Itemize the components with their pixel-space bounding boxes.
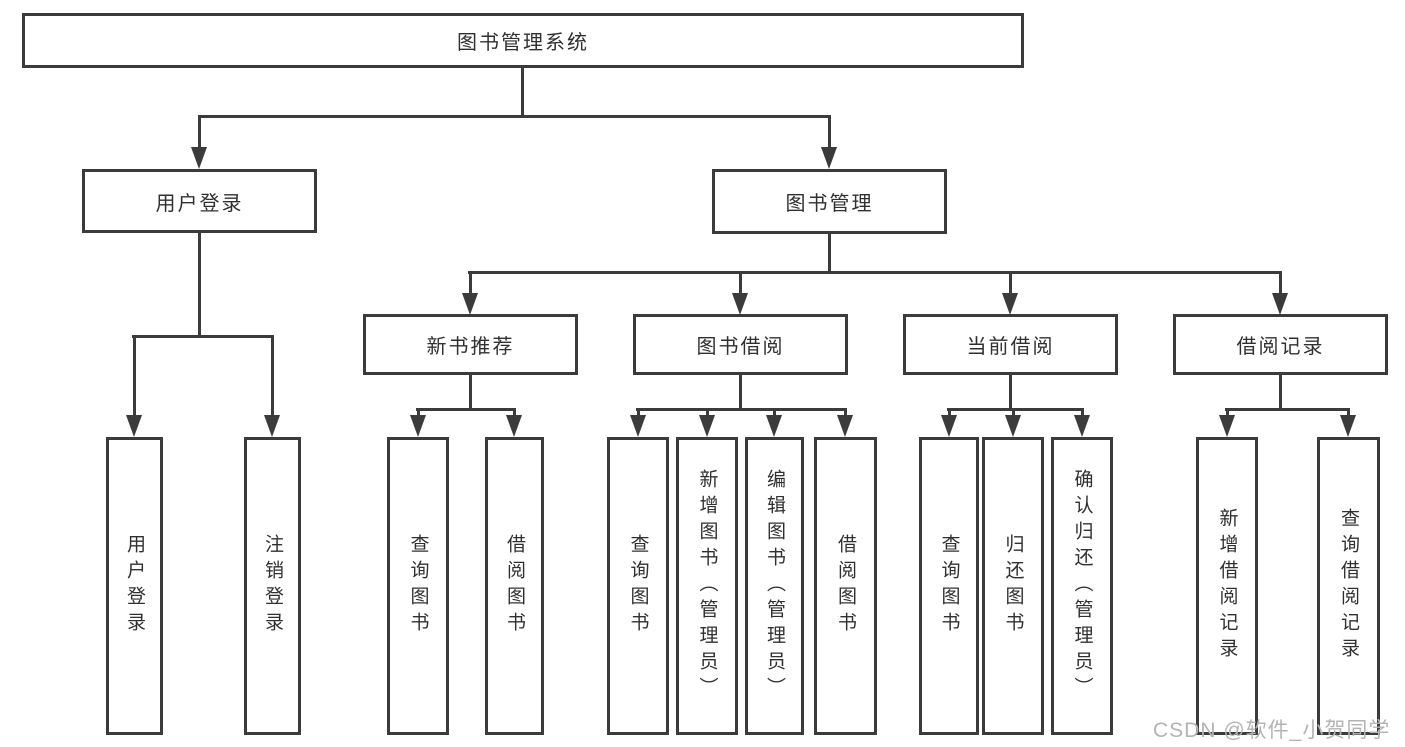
connector-user-login-stem	[198, 233, 201, 337]
leaf-logout-label: 注销登录	[262, 534, 283, 638]
connector-current-stem	[1009, 375, 1012, 410]
leaf-logout: 注销登录	[244, 437, 301, 735]
node-current-borrowing: 当前借阅	[903, 314, 1118, 375]
node-root: 图书管理系统	[22, 13, 1024, 68]
arrow-to-borrowing-records	[1272, 273, 1289, 315]
connector-borrowing-rail	[636, 408, 847, 411]
connector-level2-rail	[198, 115, 831, 118]
node-current-borrowing-label: 当前借阅	[966, 336, 1055, 358]
leaf-add-borrow-record-label: 新增借阅记录	[1216, 508, 1238, 664]
arrow-down-icon	[1340, 415, 1356, 437]
node-user-login: 用户登录	[82, 169, 317, 233]
node-root-label: 图书管理系统	[457, 32, 589, 54]
leaf-query-books-current-label: 查询图书	[938, 534, 960, 638]
connector-recommend-rail	[416, 408, 516, 411]
leaf-add-books-admin-label: 新增图书（管理员）	[696, 469, 718, 703]
arrow-to-query-books-borrowing	[630, 410, 647, 437]
leaf-query-books-recommend: 查询图书	[387, 437, 449, 735]
arrow-to-query-books-current	[941, 410, 958, 437]
arrow-to-current-borrowing	[1002, 273, 1019, 315]
connector-book-management-stem	[828, 234, 831, 274]
node-book-borrowing-label: 图书借阅	[696, 336, 785, 358]
leaf-borrow-books-recommend: 借阅图书	[485, 437, 544, 735]
arrow-to-add-books-admin	[699, 410, 716, 437]
arrow-down-icon	[1219, 415, 1235, 437]
leaf-borrow-books-borrowing-label: 借阅图书	[835, 534, 856, 638]
arrow-to-book-borrowing	[732, 273, 749, 315]
node-book-management-label: 图书管理	[785, 193, 874, 215]
arrow-down-icon	[506, 415, 522, 437]
arrow-down-icon	[1272, 293, 1288, 315]
arrow-to-book-management	[821, 116, 838, 169]
leaf-edit-books-admin-label: 编辑图书（管理员）	[764, 469, 785, 703]
arrow-to-query-books-recommend	[410, 410, 427, 437]
leaf-return-books: 归还图书	[982, 437, 1044, 735]
node-borrowing-records: 借阅记录	[1173, 314, 1388, 375]
arrow-to-leaf-user-login	[126, 337, 143, 437]
connector-records-stem	[1279, 375, 1282, 410]
arrow-to-borrow-books-recommend	[506, 410, 523, 437]
arrow-down-icon	[766, 415, 782, 437]
connector-root-stem	[521, 68, 524, 117]
arrow-to-new-book-recommend	[462, 273, 479, 315]
leaf-confirm-return-admin-label: 确认归还（管理员）	[1071, 469, 1093, 703]
arrow-to-add-borrow-record	[1219, 410, 1236, 437]
leaf-query-borrow-record-label: 查询借阅记录	[1338, 508, 1359, 664]
arrow-to-return-books	[1005, 410, 1022, 437]
leaf-confirm-return-admin: 确认归还（管理员）	[1051, 437, 1113, 735]
leaf-borrow-books-borrowing: 借阅图书	[814, 437, 877, 735]
arrow-down-icon	[1074, 415, 1090, 437]
leaf-user-login: 用户登录	[106, 437, 163, 735]
arrow-down-icon	[821, 147, 837, 169]
arrow-down-icon	[732, 293, 748, 315]
arrow-down-icon	[699, 415, 715, 437]
connector-records-rail	[1225, 408, 1350, 411]
arrow-to-confirm-return-admin	[1074, 410, 1091, 437]
arrow-to-borrow-books-borrowing	[837, 410, 854, 437]
connector-user-login-rail	[132, 335, 274, 338]
arrow-to-leaf-logout	[264, 337, 281, 437]
leaf-borrow-books-recommend-label: 借阅图书	[504, 534, 525, 638]
leaf-query-books-recommend-label: 查询图书	[407, 534, 429, 638]
arrow-to-user-login	[191, 116, 208, 169]
arrow-down-icon	[1005, 415, 1021, 437]
leaf-add-books-admin: 新增图书（管理员）	[676, 437, 738, 735]
arrow-down-icon	[941, 415, 957, 437]
node-new-book-recommend: 新书推荐	[363, 314, 578, 375]
connector-recommend-stem	[469, 375, 472, 410]
connector-current-rail	[947, 408, 1084, 411]
arrow-down-icon	[264, 415, 280, 437]
node-borrowing-records-label: 借阅记录	[1236, 336, 1325, 358]
arrow-down-icon	[630, 415, 646, 437]
arrow-down-icon	[462, 293, 478, 315]
node-new-book-recommend-label: 新书推荐	[426, 336, 515, 358]
arrow-to-edit-books-admin	[766, 410, 783, 437]
node-book-management: 图书管理	[712, 169, 947, 234]
leaf-query-books-borrowing: 查询图书	[607, 437, 669, 735]
connector-level3-rail	[468, 271, 1282, 274]
arrow-down-icon	[1002, 293, 1018, 315]
csdn-watermark: CSDN @软件_小贺同学	[1153, 719, 1391, 742]
connector-borrowing-stem	[739, 375, 742, 410]
leaf-query-books-borrowing-label: 查询图书	[627, 534, 649, 638]
arrow-down-icon	[410, 415, 426, 437]
leaf-return-books-label: 归还图书	[1002, 534, 1024, 638]
arrow-down-icon	[837, 415, 853, 437]
leaf-query-borrow-record: 查询借阅记录	[1317, 437, 1380, 735]
node-book-borrowing: 图书借阅	[633, 314, 848, 375]
leaf-query-books-current: 查询图书	[919, 437, 979, 735]
leaf-user-login-label: 用户登录	[124, 534, 145, 638]
leaf-add-borrow-record: 新增借阅记录	[1196, 437, 1258, 735]
arrow-to-query-borrow-record	[1340, 410, 1357, 437]
arrow-down-icon	[126, 415, 142, 437]
node-user-login-label: 用户登录	[155, 192, 244, 215]
arrow-down-icon	[191, 147, 207, 169]
leaf-edit-books-admin: 编辑图书（管理员）	[745, 437, 804, 735]
